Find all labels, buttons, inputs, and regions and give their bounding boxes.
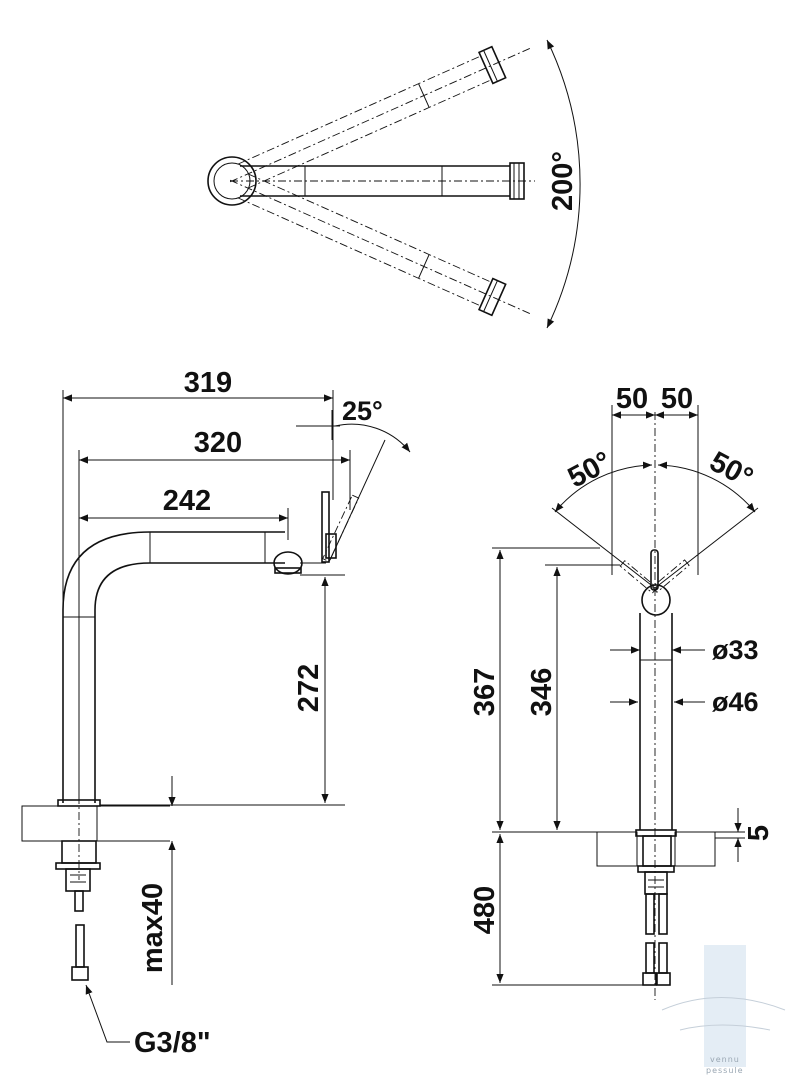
top-view-spout-center bbox=[230, 162, 535, 200]
max-thickness: max40 bbox=[137, 883, 169, 973]
side-view: 319 320 242 272 25° max40 G3/8" bbox=[21, 367, 411, 1059]
watermark: vennu pessule bbox=[661, 945, 786, 1075]
front-counter-left bbox=[596, 831, 638, 867]
offset-left: 50 bbox=[616, 383, 648, 415]
spout-outer bbox=[62, 531, 285, 803]
thread-label: G3/8" bbox=[134, 1027, 211, 1059]
dim-hose: 480 bbox=[469, 886, 501, 934]
dim-spout-height: 272 bbox=[293, 664, 325, 712]
dim-overall-height: 367 bbox=[469, 668, 501, 716]
lever-handle bbox=[650, 549, 659, 591]
swing-left: 50° bbox=[563, 446, 617, 495]
hose-nut bbox=[71, 966, 89, 981]
front-view: 50° 50° 50 50 367 346 ø33 ø46 5 480 bbox=[469, 383, 775, 1000]
top-view-spout-lower bbox=[229, 173, 532, 317]
watermark-line1: vennu bbox=[710, 1055, 740, 1064]
counter-section bbox=[21, 805, 98, 842]
spray-head bbox=[273, 491, 360, 575]
top-view: 200° bbox=[207, 39, 581, 329]
top-view-spout-upper bbox=[229, 45, 532, 189]
swing-arc-left bbox=[554, 461, 653, 513]
dim-total-width: 319 bbox=[184, 367, 232, 399]
tilt-angle: 25° bbox=[342, 396, 383, 426]
lever-body bbox=[641, 584, 671, 616]
spout-inner bbox=[94, 562, 285, 803]
hose bbox=[75, 924, 85, 968]
thread-leader bbox=[85, 984, 130, 1043]
rotation-arc bbox=[546, 39, 581, 329]
rotation-label: 200° bbox=[547, 151, 579, 211]
top-view-base-ring bbox=[207, 156, 257, 206]
dia-upper: ø33 bbox=[712, 635, 759, 665]
swing-arc-right bbox=[657, 461, 756, 513]
dim-spray-reach: 320 bbox=[194, 427, 242, 459]
dim-spout-reach: 242 bbox=[163, 485, 211, 517]
front-counter-right bbox=[674, 831, 716, 867]
watermark-line2: pessule bbox=[706, 1066, 744, 1075]
dim-body-height: 346 bbox=[526, 668, 558, 716]
swing-right: 50° bbox=[704, 446, 758, 495]
offset-right: 50 bbox=[661, 383, 693, 415]
dim-base: 5 bbox=[743, 825, 775, 841]
dia-lower: ø46 bbox=[712, 687, 759, 717]
tilt-arc bbox=[334, 423, 411, 453]
